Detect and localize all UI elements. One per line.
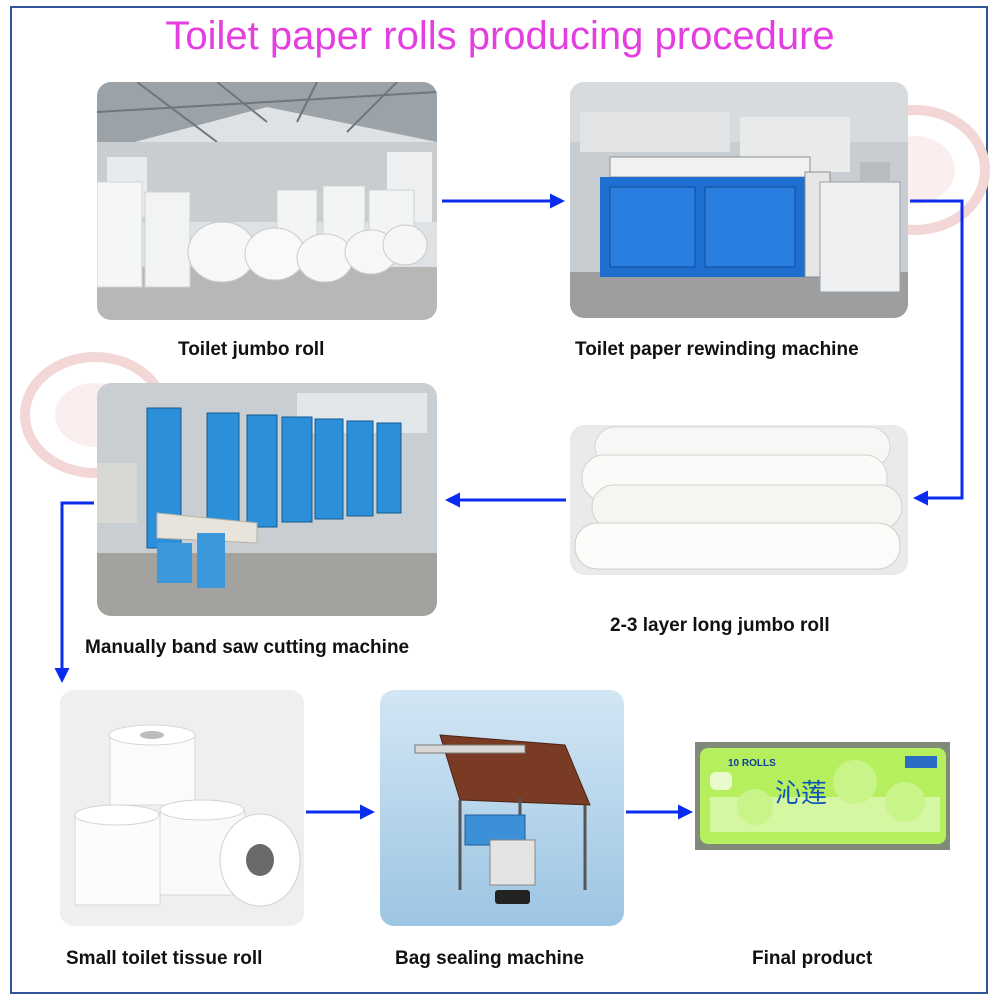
diagram-title: Toilet paper rolls producing procedure [165,14,835,58]
arrow-rewinding-to-long-roll [910,199,964,506]
step-label-long-jumbo-roll: 2-3 layer long jumbo roll [610,615,830,636]
package-brand-name: 沁莲 [775,779,827,809]
photo-long-jumbo-roll [570,425,908,575]
step-label-small-toilet-tissue-roll: Small toilet tissue roll [66,948,263,969]
arrow-band-saw-to-small-roll [54,501,94,683]
step-label-band-saw-cutting-machine: Manually band saw cutting machine [85,637,410,658]
step-label-rewinding-machine: Toilet paper rewinding machine [575,339,859,360]
photo-bag-sealing-machine [380,690,624,926]
step-label-final-product: Final product [752,948,873,969]
step-label-toilet-jumbo-roll: Toilet jumbo roll [178,339,325,360]
photo-band-saw-cutting-machine [97,383,437,616]
package-roll-count: 10 ROLLS [728,758,776,769]
step-label-bag-sealing-machine: Bag sealing machine [395,948,585,969]
photo-final-product: 10 ROLLS 沁莲 [695,742,950,850]
photo-rewinding-machine [570,82,908,318]
photo-small-toilet-tissue-roll [60,690,304,926]
photo-toilet-jumbo-roll [97,82,437,320]
diagram-border [10,6,988,994]
